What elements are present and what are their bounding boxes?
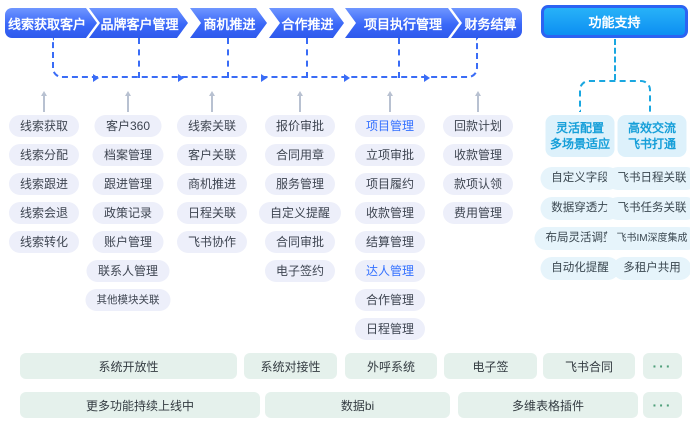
support-feature-pill: 自定义字段 bbox=[540, 167, 620, 190]
flow-stage-button: 线索获取客户 bbox=[5, 8, 97, 38]
support-connector-branch bbox=[579, 80, 651, 112]
feature-pill: 电子签约 bbox=[264, 260, 336, 282]
feature-pill: 线索获取 bbox=[8, 115, 80, 137]
feature-pill: 日程管理 bbox=[354, 318, 426, 340]
feature-pill: 跟进管理 bbox=[92, 173, 163, 195]
feature-pill: 自定义提醒 bbox=[258, 202, 342, 224]
feature-pill: 线索跟进 bbox=[8, 173, 80, 195]
flow-stage-button: 财务结算 bbox=[451, 8, 522, 38]
feature-pill: 账户管理 bbox=[92, 231, 163, 253]
feature-pill: 结算管理 bbox=[354, 231, 426, 253]
feature-pill: 收款管理 bbox=[442, 144, 514, 166]
bottom-capability-bar: 系统开放性 bbox=[20, 353, 237, 379]
support-feature-pill: 布局灵活调整 bbox=[534, 227, 626, 250]
flow-stage-button: 商机推进 bbox=[190, 8, 267, 38]
flow-stage-button: 项目执行管理 bbox=[345, 8, 459, 38]
bottom-capability-bar: 电子签 bbox=[444, 353, 537, 379]
column-connector-stub bbox=[209, 91, 215, 112]
flow-connector-line bbox=[306, 38, 308, 78]
flow-arrow-icon bbox=[344, 74, 350, 82]
stage-feature-column: 线索关联客户关联商机推进日程关联飞书协作 bbox=[176, 115, 248, 253]
feature-pill: 项目管理 bbox=[354, 115, 426, 137]
feature-pill: 回款计划 bbox=[442, 115, 514, 137]
feature-pill: 服务管理 bbox=[264, 173, 336, 195]
feature-pill: 客户关联 bbox=[176, 144, 248, 166]
feature-pill: 合作管理 bbox=[354, 289, 426, 311]
column-connector-stub bbox=[41, 91, 47, 112]
support-feature-column: 飞书日程关联飞书任务关联飞书IM深度集成多租户共用 bbox=[605, 167, 690, 280]
bottom-capability-bar: 系统对接性 bbox=[244, 353, 337, 379]
support-feature-column: 自定义字段数据穿透力布局灵活调整自动化提醒 bbox=[534, 167, 626, 280]
feature-pill: 飞书协作 bbox=[176, 231, 248, 253]
bottom-capability-bar: 飞书合同 bbox=[543, 353, 635, 379]
support-feature-pill: 飞书任务关联 bbox=[606, 197, 690, 220]
support-connector-line bbox=[614, 39, 616, 80]
flow-connector-line bbox=[138, 38, 140, 78]
feature-pill: 其他模块关联 bbox=[85, 289, 171, 311]
feature-pill: 日程关联 bbox=[176, 202, 248, 224]
feature-pill: 收款管理 bbox=[354, 202, 426, 224]
feature-pill: 费用管理 bbox=[442, 202, 514, 224]
feature-pill: 立项审批 bbox=[354, 144, 426, 166]
feature-pill: 线索会退 bbox=[8, 202, 80, 224]
bottom-capability-bar: 多维表格插件 bbox=[458, 392, 638, 418]
bottom-capability-bar: 外呼系统 bbox=[345, 353, 437, 379]
column-connector-stub bbox=[297, 91, 303, 112]
stage-feature-column: 客户360 档案管理跟进管理政策记录账户管理联系人管理其他模块关联 bbox=[85, 115, 171, 311]
stage-feature-column: 项目管理立项审批项目履约收款管理结算管理达人管理合作管理日程管理 bbox=[354, 115, 426, 340]
feature-pill: 客户360 bbox=[94, 115, 162, 137]
support-feature-pill: 自动化提醒 bbox=[540, 257, 620, 280]
support-feature-pill: 飞书IM深度集成 bbox=[605, 227, 690, 250]
feature-pill: 线索关联 bbox=[176, 115, 248, 137]
more-ellipsis: ··· bbox=[643, 353, 682, 379]
feature-pill: 款项认领 bbox=[442, 173, 514, 195]
column-connector-stub bbox=[475, 91, 481, 112]
support-group-title: 灵活配置多场景适应 bbox=[545, 115, 615, 157]
bottom-capability-bar: 更多功能持续上线中 bbox=[20, 392, 260, 418]
feature-pill: 项目履约 bbox=[354, 173, 426, 195]
flow-stage-button: 品牌客户管理 bbox=[89, 8, 188, 38]
flow-stage-button: 合作推进 bbox=[269, 8, 344, 38]
feature-pill: 档案管理 bbox=[92, 144, 163, 166]
feature-pill: 政策记录 bbox=[92, 202, 163, 224]
feature-pill: 商机推进 bbox=[176, 173, 248, 195]
flow-connector-bracket bbox=[52, 38, 478, 78]
stage-feature-column: 线索获取线索分配线索跟进线索会退线索转化 bbox=[8, 115, 80, 253]
flow-arrow-icon bbox=[93, 74, 99, 82]
flow-arrow-icon bbox=[178, 74, 184, 82]
support-group-title: 高效交流飞书打通 bbox=[617, 115, 687, 157]
stage-feature-column: 回款计划收款管理款项认领费用管理 bbox=[442, 115, 514, 224]
column-connector-stub bbox=[125, 91, 131, 112]
support-feature-pill: 多租户共用 bbox=[612, 257, 690, 280]
support-feature-pill: 数据穿透力 bbox=[540, 197, 620, 220]
feature-pill: 合同用章 bbox=[264, 144, 336, 166]
flow-arrow-icon bbox=[261, 74, 267, 82]
column-connector-stub bbox=[387, 91, 393, 112]
flow-connector-line bbox=[398, 38, 400, 78]
support-button: 功能支持 bbox=[541, 5, 688, 38]
stage-feature-column: 报价审批合同用章服务管理自定义提醒合同审批电子签约 bbox=[258, 115, 342, 282]
feature-pill: 联系人管理 bbox=[86, 260, 169, 282]
flow-connector-line bbox=[227, 38, 229, 78]
flow-arrow-icon bbox=[424, 74, 430, 82]
more-ellipsis: ··· bbox=[643, 392, 682, 418]
feature-pill: 报价审批 bbox=[264, 115, 336, 137]
feature-pill: 达人管理 bbox=[354, 260, 426, 282]
bottom-capability-bar: 数据bi bbox=[265, 392, 450, 418]
feature-pill: 合同审批 bbox=[264, 231, 336, 253]
feature-pill: 线索转化 bbox=[8, 231, 80, 253]
support-feature-pill: 飞书日程关联 bbox=[606, 167, 690, 190]
feature-pill: 线索分配 bbox=[8, 144, 80, 166]
